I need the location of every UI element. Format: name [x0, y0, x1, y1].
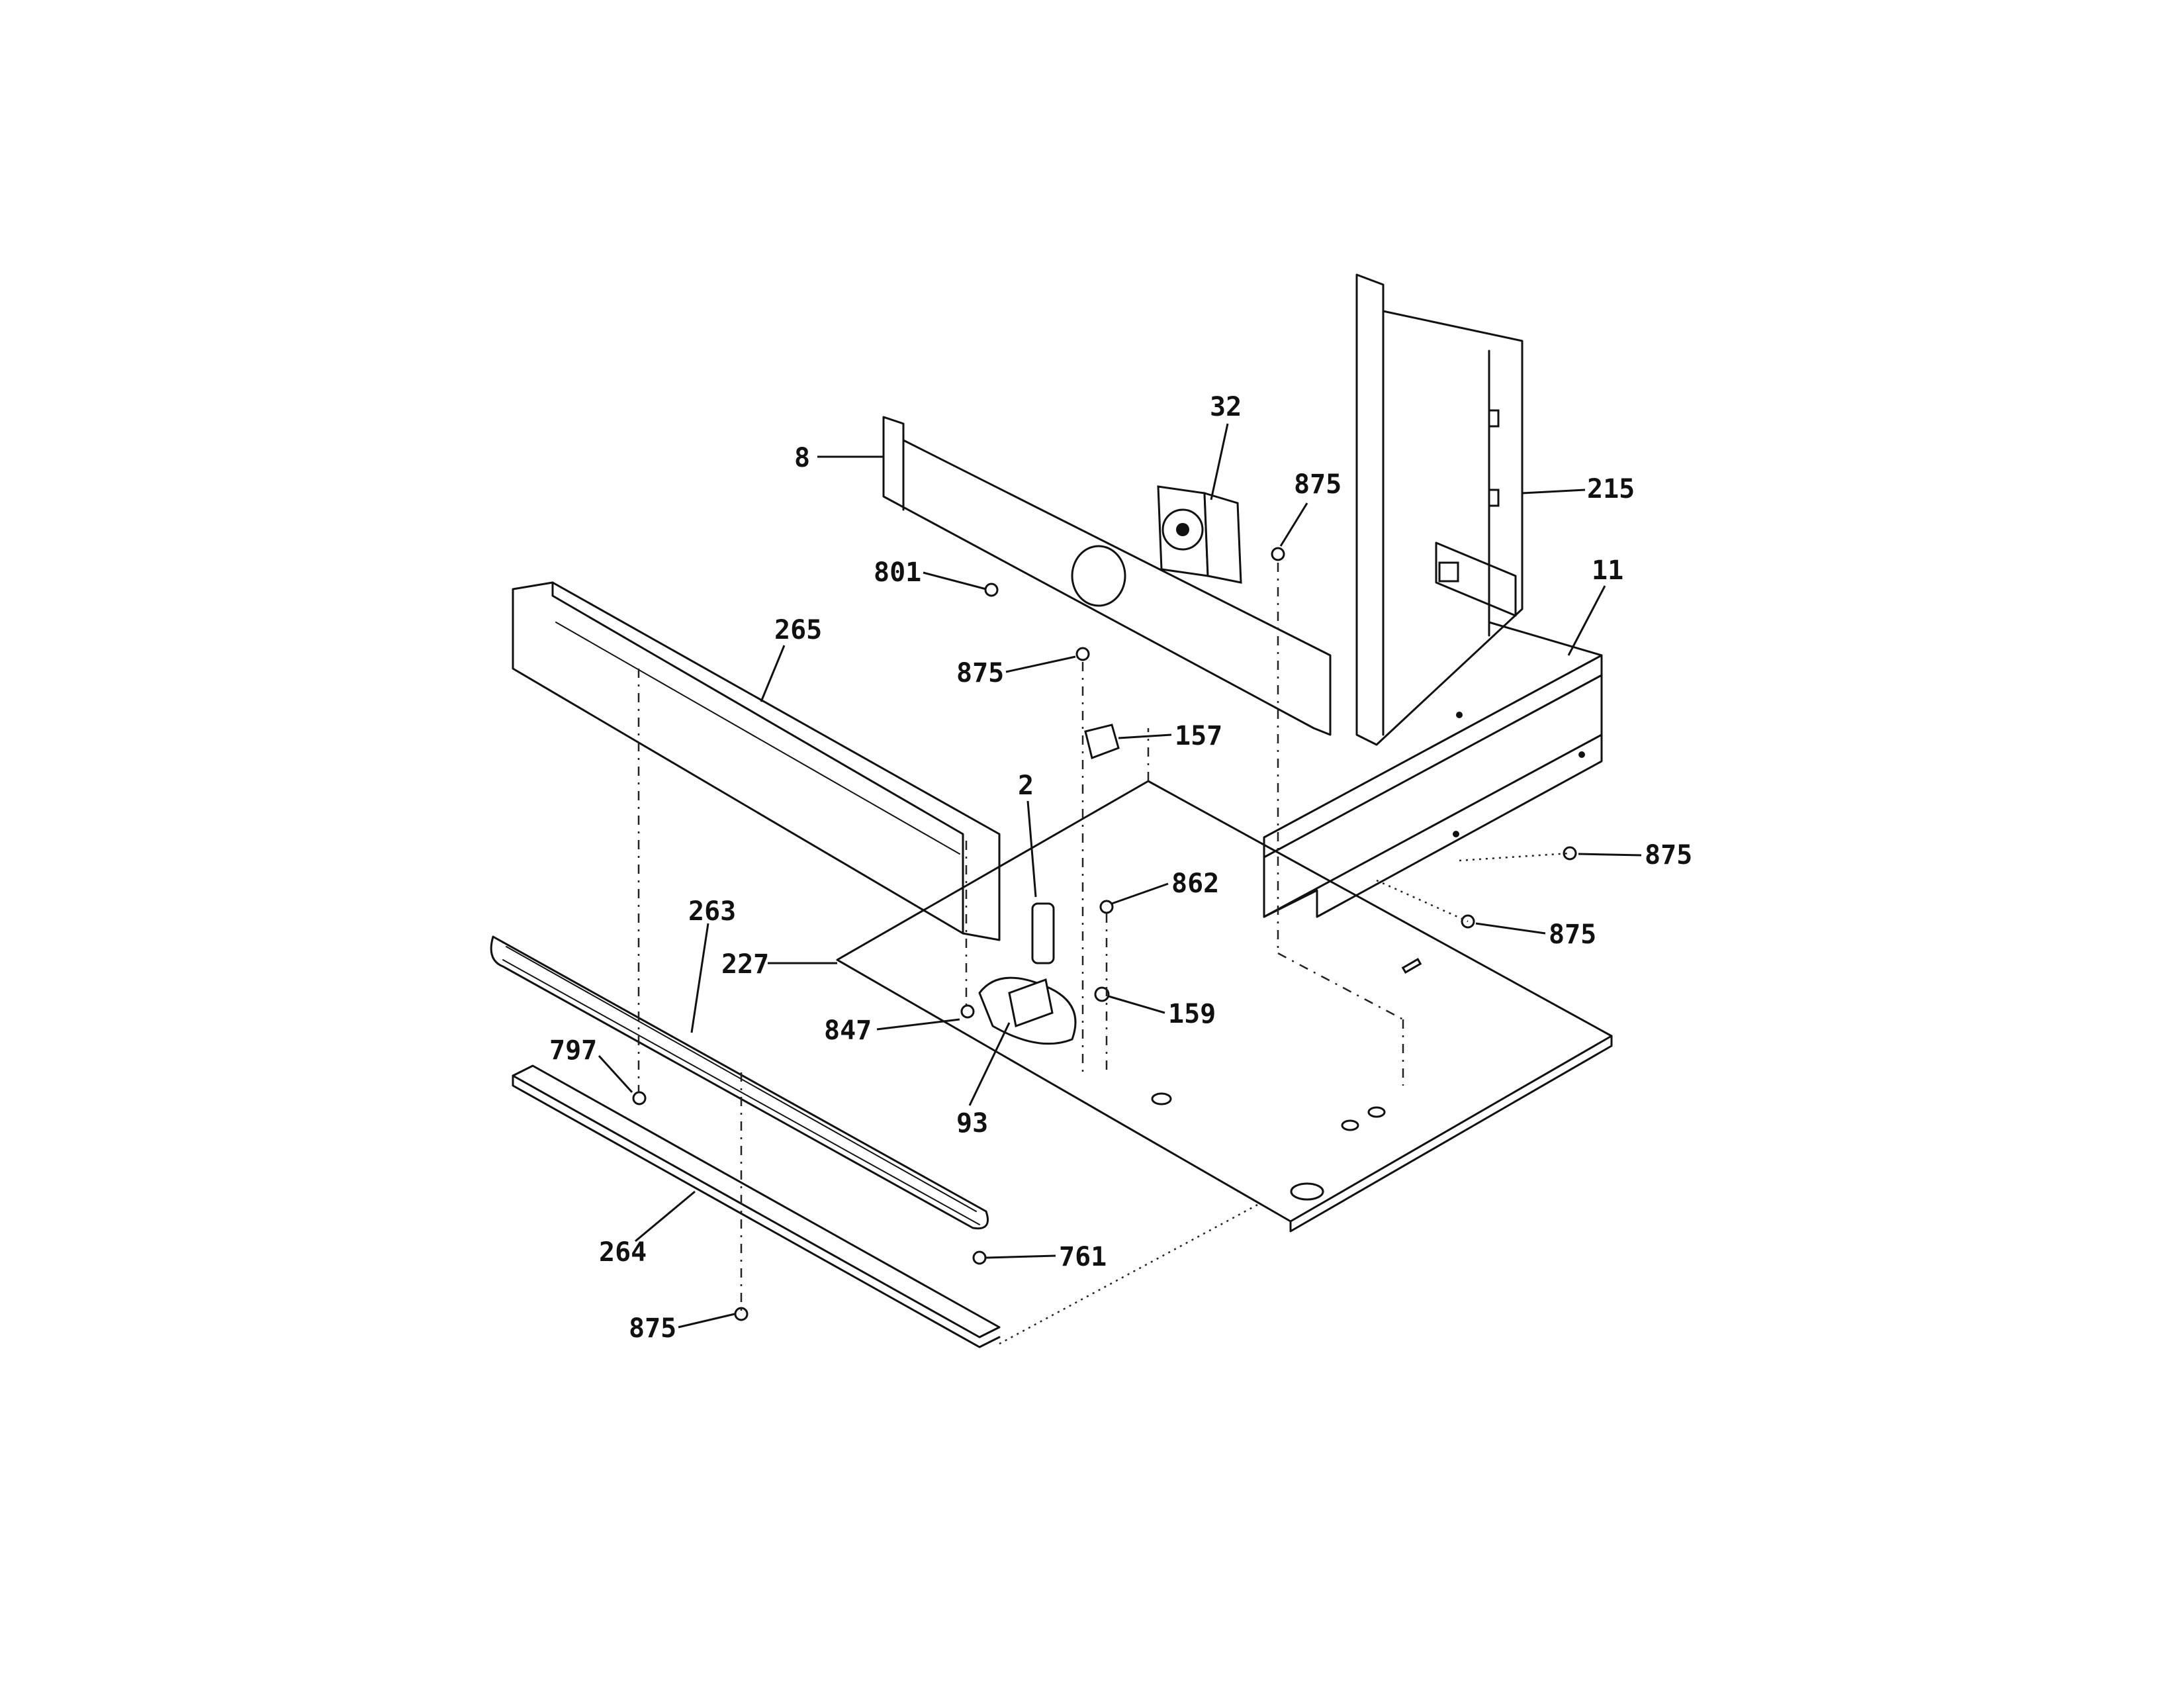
lower-rail-264 — [512, 1064, 1001, 1348]
callout-875-bottom: 875 — [629, 1313, 676, 1344]
back-frame-11 — [1263, 621, 1603, 918]
callout-263: 263 — [688, 896, 736, 927]
callout-2: 2 — [1018, 771, 1034, 801]
screws — [632, 547, 1577, 1321]
callout-227: 227 — [721, 949, 769, 980]
bracket-93 — [978, 976, 1077, 1045]
callout-264: 264 — [599, 1237, 647, 1268]
callout-875-top: 875 — [1294, 469, 1342, 500]
callout-847: 847 — [824, 1015, 872, 1046]
leader-lines — [598, 423, 1642, 1329]
callout-93: 93 — [956, 1108, 988, 1139]
rear-wall-8 — [882, 416, 1332, 736]
rear-panel-215 — [1355, 273, 1524, 746]
callout-875-right: 875 — [1645, 840, 1692, 870]
callout-11: 11 — [1592, 555, 1623, 586]
callout-875-mid: 875 — [956, 658, 1004, 688]
callout-875-lower-right: 875 — [1549, 919, 1596, 950]
callout-761: 761 — [1059, 1242, 1107, 1272]
lower-trim-263 — [490, 935, 989, 1230]
callout-157: 157 — [1175, 721, 1222, 751]
fan-32 — [1157, 485, 1242, 584]
callout-797: 797 — [549, 1035, 597, 1066]
callout-265: 265 — [774, 615, 822, 645]
switch-159 — [1094, 986, 1110, 1002]
callout-159: 159 — [1168, 999, 1216, 1029]
thermostat-157 — [1084, 724, 1120, 759]
base-plate-227 — [836, 780, 1613, 1233]
callout-labels: 8 32 875 215 11 801 265 875 157 2 875 86… — [549, 392, 1692, 1344]
callout-862: 862 — [1171, 868, 1219, 899]
igniter-2 — [1031, 902, 1055, 964]
callout-32: 32 — [1210, 392, 1242, 422]
assembly-lines — [637, 563, 1570, 1345]
callout-801: 801 — [874, 557, 921, 588]
callout-215: 215 — [1587, 474, 1635, 504]
callout-8: 8 — [794, 443, 810, 473]
top-bar-265 — [512, 581, 1001, 941]
